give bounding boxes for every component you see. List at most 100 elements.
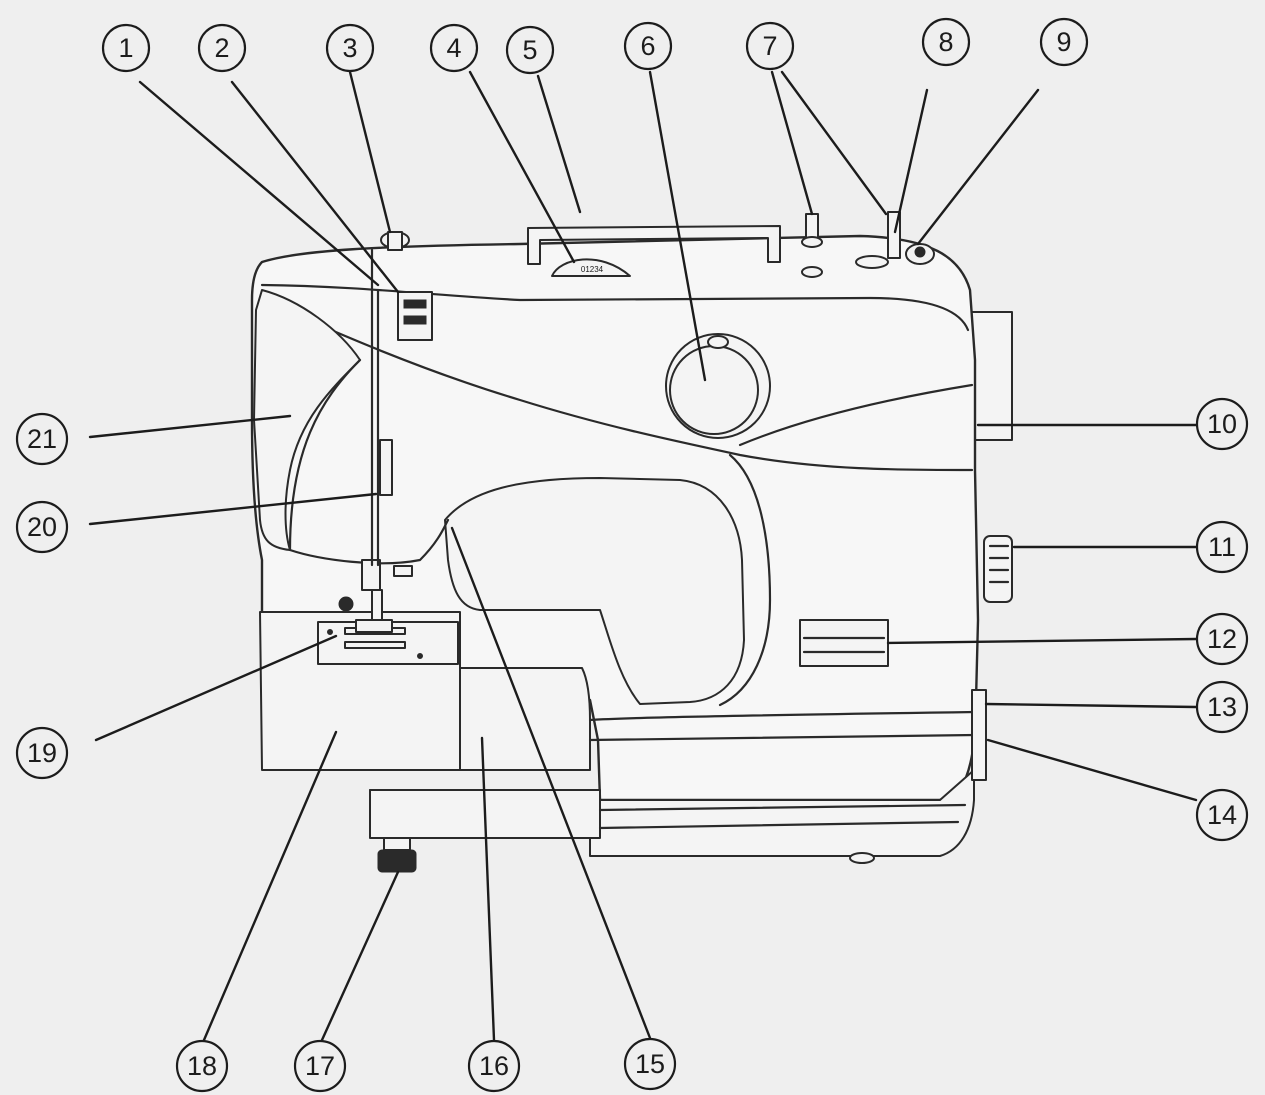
leader-6: [648, 70, 707, 382]
callout-18: 18: [175, 1039, 229, 1093]
upper-arm-line-2: [260, 283, 970, 332]
leader-14: [986, 738, 1198, 802]
leader-7b: [780, 70, 888, 216]
callout-label: 4: [446, 33, 461, 63]
stitch-dial-pointer: [707, 335, 729, 349]
callout-label: 17: [305, 1051, 335, 1081]
leveling-foot: [377, 849, 417, 873]
callout-circle: [505, 25, 555, 75]
bobbin-winder-base: [855, 255, 889, 269]
presser-foot: [355, 619, 393, 633]
base-line-4: [588, 710, 977, 722]
leader-8: [893, 88, 929, 234]
base-line-2: [598, 803, 967, 812]
callouts: 1 2 3 4 5 6 7 8: [15, 17, 1249, 1093]
callout-label: 15: [635, 1049, 665, 1079]
callout-4: 4: [429, 23, 479, 73]
take-up-slot: [403, 299, 427, 309]
callout-label: 6: [640, 31, 655, 61]
callout-circle: [197, 23, 247, 73]
callout-label: 14: [1207, 800, 1237, 830]
callout-circle: [623, 21, 673, 71]
callout-17: 17: [293, 1039, 347, 1093]
callout-label: 20: [27, 512, 57, 542]
callout-circle: [429, 23, 479, 73]
base-line-3: [598, 820, 960, 830]
callout-14: 14: [1195, 788, 1249, 842]
pillar-swoosh: [718, 453, 772, 707]
callout-circle: [921, 17, 971, 67]
presser-foot-lifter: [379, 439, 393, 496]
callout-label: 11: [1208, 532, 1236, 562]
callout-19: 19: [15, 726, 69, 780]
carrying-handle: [527, 225, 781, 265]
callout-circle: [1195, 612, 1249, 666]
callout-circle: [325, 23, 375, 73]
callout-label: 12: [1207, 624, 1237, 654]
callout-circle: [1195, 397, 1249, 451]
rear-foot: [849, 852, 875, 864]
callout-label: 5: [522, 35, 537, 65]
callout-circle: [1195, 680, 1249, 734]
callout-6: 6: [623, 21, 673, 71]
callout-20: 20: [15, 500, 69, 554]
callout-circle: [15, 500, 69, 554]
leader-3: [348, 70, 392, 234]
leader-12: [886, 637, 1198, 645]
face-plate: [253, 289, 361, 551]
leader-2: [230, 80, 400, 294]
spool-pin-hole: [801, 266, 823, 278]
thumb-screw: [338, 596, 354, 612]
bobbin-stopper-cap: [914, 246, 926, 258]
leader-4: [468, 70, 576, 264]
callout-label: 2: [214, 33, 229, 63]
callout-circle: [1039, 17, 1089, 67]
callout-circle: [467, 1039, 521, 1093]
callout-circle: [293, 1039, 347, 1093]
callout-label: 8: [938, 27, 953, 57]
head-lower-edge: [288, 518, 450, 565]
callout-13: 13: [1195, 680, 1249, 734]
callout-label: 13: [1207, 692, 1237, 722]
sewing-machine-illustration: 01234: [250, 211, 1013, 873]
callout-7: 7: [745, 21, 795, 71]
callout-circle: [623, 1037, 677, 1091]
stitch-selector-knob: [669, 345, 759, 435]
callout-label: 7: [762, 31, 777, 61]
leader-18: [202, 730, 338, 1042]
leader-1: [138, 80, 380, 287]
leader-17: [320, 870, 400, 1042]
callout-15: 15: [623, 1037, 677, 1091]
callout-5: 5: [505, 25, 555, 75]
callout-11: 11: [1195, 520, 1249, 574]
face-plate-edge: [288, 358, 362, 552]
leader-lines: [88, 70, 1198, 1042]
tension-dial: [551, 258, 631, 277]
callout-12: 12: [1195, 612, 1249, 666]
leader-19: [94, 634, 338, 742]
pillar-swoosh-2: [738, 383, 974, 447]
plate-screw: [327, 629, 333, 635]
callout-circle: [101, 23, 151, 73]
callout-label: 16: [479, 1051, 509, 1081]
leader-5: [536, 74, 582, 214]
leader-15: [450, 526, 652, 1040]
callout-3: 3: [325, 23, 375, 73]
reverse-lever: [799, 619, 889, 667]
callout-circle: [15, 412, 69, 466]
callout-label: 21: [27, 424, 57, 454]
feed-dog-slot: [344, 641, 406, 649]
callout-circle: [1195, 788, 1249, 842]
leader-21: [88, 414, 292, 439]
base-plate: [369, 769, 975, 857]
callout-label: 19: [27, 738, 57, 768]
callout-circle: [15, 726, 69, 780]
base-line-1: [588, 733, 977, 742]
arm-opening: [444, 477, 745, 705]
callout-8: 8: [921, 17, 971, 67]
leader-13: [984, 702, 1198, 709]
callout-16: 16: [467, 1039, 521, 1093]
tension-dial-marking: 01234: [581, 265, 604, 274]
